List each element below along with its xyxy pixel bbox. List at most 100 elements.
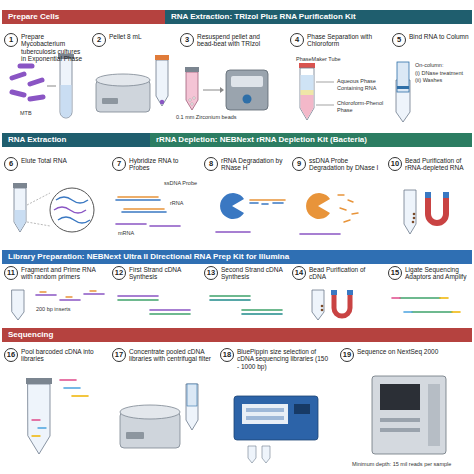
mtb-bacteria-part <box>12 92 24 95</box>
nextseq-sequencer-part <box>380 428 420 432</box>
protocol-step: 9ssDNA Probe Degradation by DNase I <box>292 157 382 172</box>
annotation-label: ssDNA Probe <box>164 180 204 187</box>
second-strand-part <box>242 313 282 315</box>
bead-beater-part <box>243 95 252 104</box>
section-header: rRNA Depletion: NEBNext rRNA Depletion K… <box>150 133 472 147</box>
protocol-step: 17Concentrate pooled cDNA libraries with… <box>112 348 212 363</box>
nextseq-sequencer <box>372 376 446 454</box>
spin-column-part <box>397 86 409 89</box>
cdna-bead-magnet <box>312 290 353 320</box>
centrifuge <box>96 55 169 112</box>
pooled-library-part <box>32 419 40 420</box>
bluepippin-part <box>262 446 270 463</box>
section-title: Prepare Cells <box>8 10 159 24</box>
pooled-library-part <box>38 427 46 428</box>
mtb-bacteria <box>12 66 43 99</box>
dnase-i-part <box>344 220 350 222</box>
protocol-step: 8rRNA Degradation by RNase H <box>204 157 288 172</box>
bead-magnet-part <box>412 221 415 224</box>
step-number: 1 <box>4 33 18 47</box>
bluepippin-part <box>242 404 288 424</box>
pooled-library-part <box>26 378 52 384</box>
dnase-i-part <box>348 200 353 202</box>
fragmentation-part <box>66 296 72 297</box>
rnase-h-part <box>250 202 258 204</box>
nextseq-sequencer-part <box>428 384 440 446</box>
step-caption: Fragment and Prime RNA with random prime… <box>21 266 96 281</box>
culture-tube-part <box>47 86 56 87</box>
bead-beater <box>226 70 268 110</box>
trizol-tube-part <box>220 87 224 93</box>
probe-hybridization-part <box>122 211 166 213</box>
cdna-bead-magnet-part <box>321 305 324 308</box>
section-header: Library Preparation: NEBNext Ultra II Di… <box>2 250 472 264</box>
step-caption: Hybridize RNA to Probes <box>129 157 198 172</box>
centrifuge-part <box>96 74 150 86</box>
step-number: 16 <box>4 348 18 362</box>
spin-column <box>396 62 410 122</box>
phasemaker-tube-part <box>301 90 314 95</box>
mtb-bacteria-part <box>30 80 42 84</box>
protocol-step: 11Fragment and Prime RNA with random pri… <box>4 266 96 281</box>
annotation-label: On-column: <box>415 62 473 69</box>
step-number: 11 <box>4 266 18 280</box>
null-part-part <box>56 197 88 203</box>
protocol-step: 1Prepare Mycobacterium tuberculosis cult… <box>4 33 84 63</box>
cdna-bead-magnet-part <box>331 290 337 295</box>
protocol-step: 4Phase Separation with Chloroform <box>290 33 382 48</box>
protocol-step: 19Sequence on NextSeq 2000 <box>340 348 460 362</box>
step-caption: rRNA Degradation by RNase H <box>221 157 288 172</box>
adaptor-ligation-part <box>404 311 412 313</box>
bead-beater-part <box>226 70 268 110</box>
step-number: 3 <box>180 33 194 47</box>
protocol-step: 14Bead Purification of cDNA <box>292 266 378 281</box>
protocol-step: 13Second Strand cDNA Synthesis <box>204 266 288 281</box>
trizol-tube-part <box>203 90 220 91</box>
probe-hybridization-part <box>150 225 180 227</box>
rnase-h-part <box>262 203 268 205</box>
first-strand-part <box>150 313 190 315</box>
phasemaker-tube-part <box>301 75 314 90</box>
probe-hybridization-part <box>124 208 164 210</box>
step-caption: Concentrate pooled cDNA libraries with c… <box>129 348 212 363</box>
protocol-step: 2Pellet 8 mL <box>92 33 172 47</box>
mtb-bacteria-part <box>12 74 24 78</box>
step-number: 18 <box>220 348 234 362</box>
pooled-library-part <box>64 387 80 389</box>
null-part-part <box>58 217 90 223</box>
annotation-label: Aqueous Phase Containing RNA <box>337 78 395 91</box>
mtb-bacteria-part <box>20 64 32 69</box>
step-number: 4 <box>290 33 304 47</box>
rnase-h-part <box>216 231 250 233</box>
step-caption: Phase Separation with Chloroform <box>307 33 382 48</box>
probe-hybridization-part <box>118 196 158 198</box>
bluepippin-part <box>294 404 310 414</box>
step-caption: Pellet 8 mL <box>109 33 172 40</box>
step-caption: ssDNA Probe Degradation by DNase I <box>309 157 382 172</box>
adaptor-ligation-part <box>392 297 400 299</box>
step-caption: First Strand cDNA Synthesis <box>129 266 198 281</box>
nextseq-sequencer-part <box>372 376 446 454</box>
bead-magnet-part <box>428 196 446 223</box>
elution-tube-part <box>27 222 50 226</box>
nextseq-sequencer-part <box>380 418 420 422</box>
step-caption: Resuspend pellet and bead-beat with TRIz… <box>197 33 276 48</box>
step-caption: Sequence on NextSeq 2000 <box>357 348 460 355</box>
step-number: 5 <box>392 33 406 47</box>
first-strand-part <box>118 295 158 297</box>
bead-magnet-part <box>413 213 416 216</box>
cdna-bead-magnet-part <box>334 294 350 316</box>
culture-tube-part <box>61 85 72 118</box>
fragmentation-part <box>90 290 96 291</box>
annotation-label: Minimum depth: 15 mil reads per sample <box>352 461 472 468</box>
section-header: RNA Extraction <box>2 133 150 147</box>
section-header: RNA Extraction: TRIzol Plus RNA Purifica… <box>165 10 472 24</box>
annotation-label: (ii) Washes <box>415 77 473 84</box>
section-header: Sequencing <box>2 328 472 342</box>
step-number: 19 <box>340 348 354 362</box>
step-caption: Prepare Mycobacterium tuberculosis cultu… <box>21 33 84 63</box>
pooled-library <box>26 378 88 454</box>
null-part-part <box>54 207 86 213</box>
fragmentation-part <box>36 294 56 296</box>
